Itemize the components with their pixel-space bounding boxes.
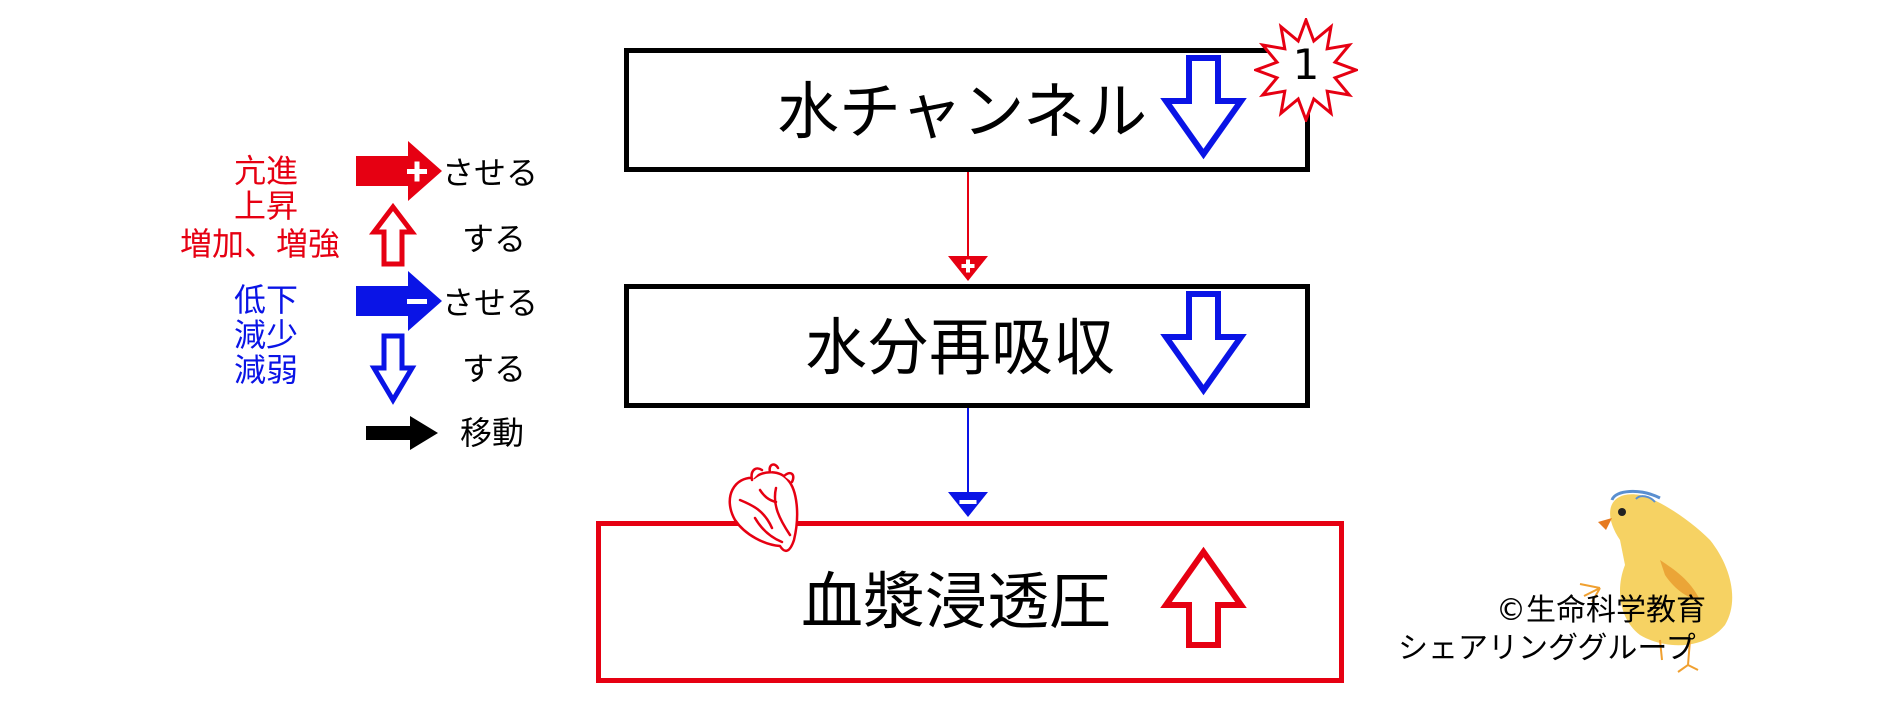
reduce-down-arrow-icon [369,333,417,405]
box-water-reabsorption-label: 水分再吸収 [805,311,1116,384]
box-water-channel-label: 水チャンネル [777,75,1148,148]
legend-reduce-word-1: 低下 [234,281,299,319]
reduce-cause-arrow-icon [356,271,442,331]
legend-reduce-word-3: 減弱 [234,351,299,389]
box-water-channel: 水チャンネル [624,48,1310,172]
promote-up-arrow-icon [368,202,418,267]
credit-line-1: ©生命科学教育 [1496,593,1706,628]
connector-promote [948,170,988,281]
starburst-badge-icon [1254,18,1358,122]
legend-promote-word-3: 増加、増強 [180,225,341,263]
starburst-badge: 1 [1254,18,1358,122]
legend-reduce-cause-label: させる [442,284,539,322]
legend-reduce-become-label: する [462,350,527,388]
badge-number: 1 [1292,40,1320,89]
legend-reduce-word-2: 減少 [234,316,299,354]
legend-promote-cause-label: させる [442,154,539,192]
credit-line-2: シェアリンググループ [1398,631,1696,666]
box-plasma-osmotic-pressure-label: 血漿浸透圧 [801,565,1112,638]
legend-promote-become-label: する [462,220,527,258]
connector-reduce [948,408,988,517]
move-arrow-icon [366,416,438,450]
legend-promote-word-1: 亢進 [234,152,299,190]
legend-promote-word-2: 上昇 [234,187,299,225]
promote-cause-arrow-icon [356,141,442,201]
legend-move-label: 移動 [460,414,525,452]
